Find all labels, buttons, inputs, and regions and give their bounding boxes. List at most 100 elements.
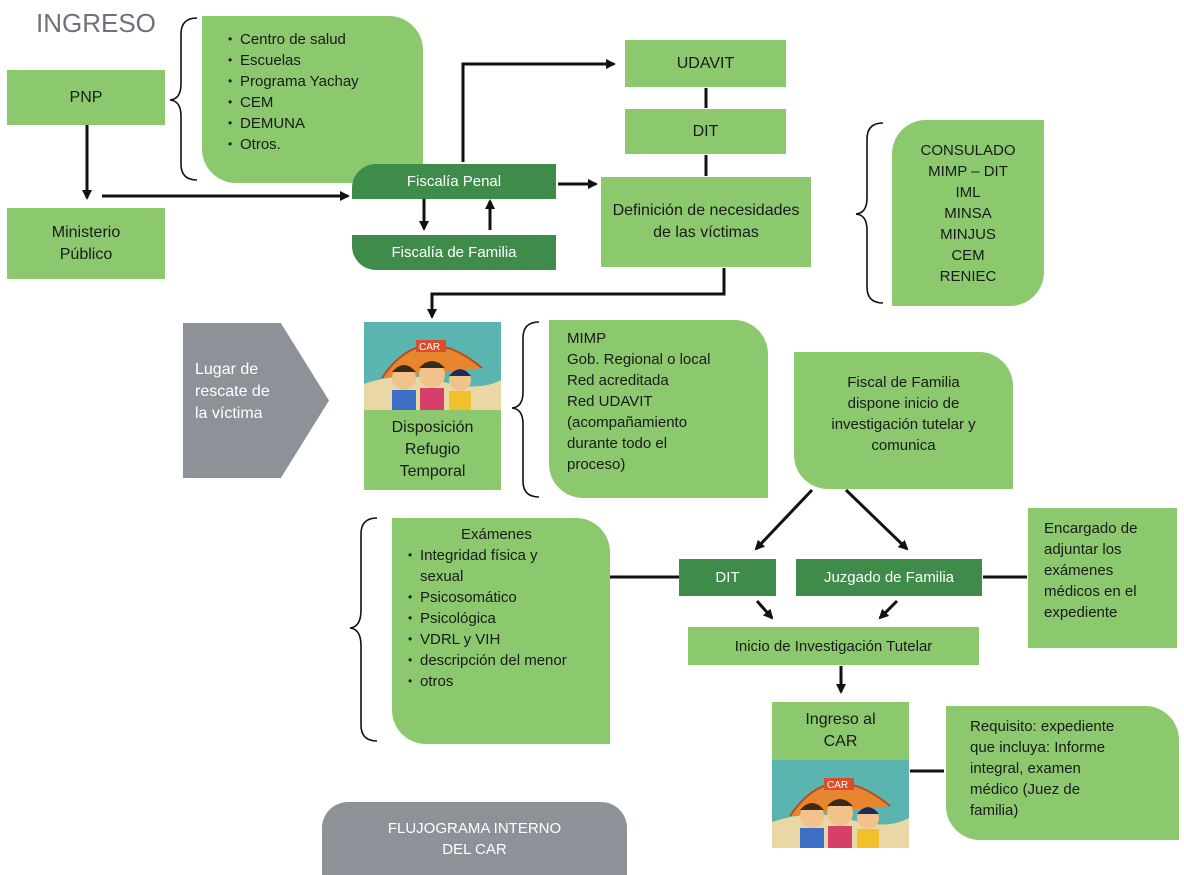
institution-item: MINJUS xyxy=(940,225,996,243)
requisito-line: que incluya: Informe xyxy=(970,739,1106,756)
refugio-text: Disposición Refugio Temporal xyxy=(364,410,501,490)
institution-item: RENIEC xyxy=(939,267,997,285)
provider-line: MIMP xyxy=(567,330,607,347)
inicio-label: Inicio de Investigación Tutelar xyxy=(734,637,933,655)
provider-line: Gob. Regional o local xyxy=(567,351,711,368)
brace-examenes xyxy=(349,517,378,742)
fiscal-familia-line: Fiscal de Familia xyxy=(847,374,960,391)
requisito-line: integral, examen xyxy=(970,760,1081,777)
definicion-line-2: de las víctimas xyxy=(653,224,759,241)
deriver-item: Escuelas xyxy=(226,50,423,71)
derivers-box: Centro de salud Escuelas Programa Yachay… xyxy=(202,16,423,183)
dit-top-label: DIT xyxy=(692,122,719,140)
encargado-box: Encargado de adjuntar los exámenes médic… xyxy=(1028,508,1177,648)
brace-derivers xyxy=(169,17,198,181)
ministerio-publico-box: Ministerio Público xyxy=(7,208,165,279)
fiscalia-familia-box: Fiscalía de Familia xyxy=(352,235,556,270)
fiscalia-penal-box: Fiscalía Penal xyxy=(352,164,556,199)
car-logo-image: CAR xyxy=(364,322,501,410)
encargado-line: médicos en el xyxy=(1044,583,1137,600)
encargado-line: adjuntar los xyxy=(1044,541,1122,558)
flujograma-line-2: DEL CAR xyxy=(442,840,507,858)
fiscal-familia-line: dispone inicio de xyxy=(847,395,960,412)
rescue-line-2: rescate de xyxy=(195,383,270,400)
institution-item: IML xyxy=(955,183,981,201)
examen-item: Psicológica xyxy=(406,608,576,629)
juzgado-box: Juzgado de Familia xyxy=(796,559,982,596)
fiscal-familia-box: Fiscal de Familia dispone inicio de inve… xyxy=(794,352,1013,489)
fiscal-familia-line: comunica xyxy=(871,437,936,454)
institution-item: CEM xyxy=(951,246,985,264)
requisito-line: familia) xyxy=(970,802,1019,819)
brace-providers xyxy=(511,321,540,498)
ingreso-car-box: Ingreso al CAR CAR xyxy=(772,702,909,848)
institution-item: MINSA xyxy=(944,204,992,222)
flujograma-interno-button[interactable]: FLUJOGRAMA INTERNO DEL CAR xyxy=(322,802,627,875)
fiscalia-penal-label: Fiscalía Penal xyxy=(406,173,502,190)
fiscalia-familia-label: Fiscalía de Familia xyxy=(391,244,517,261)
refugio-line-1: Disposición xyxy=(391,419,474,436)
arrow-to-refugio xyxy=(427,268,726,319)
ingreso-car-line-1: Ingreso al xyxy=(805,711,876,728)
deriver-item: Otros. xyxy=(226,134,423,155)
providers-box: MIMP Gob. Regional o local Red acreditad… xyxy=(549,320,768,498)
requisito-line: médico (Juez de xyxy=(970,781,1081,798)
pnp-label: PNP xyxy=(69,88,103,106)
arrow-to-dit xyxy=(754,488,814,551)
encargado-line: expediente xyxy=(1044,604,1118,621)
encargado-line: exámenes xyxy=(1044,562,1114,579)
examen-item: descripción del menor xyxy=(406,650,576,671)
ingreso-car-text: Ingreso al CAR xyxy=(772,702,909,760)
institution-item: CONSULADO xyxy=(920,141,1016,159)
definicion-box: Definición de necesidades de las víctima… xyxy=(601,177,811,267)
institutions-box: CONSULADO MIMP – DIT IML MINSA MINJUS CE… xyxy=(892,120,1044,306)
provider-line: proceso) xyxy=(567,456,626,473)
ingreso-car-line-2: CAR xyxy=(823,733,858,750)
arrow-to-juzgado xyxy=(844,488,909,551)
car-logo-image-2: CAR xyxy=(772,760,909,848)
institution-item: MIMP – DIT xyxy=(928,162,1008,180)
dit-mid-box: DIT xyxy=(679,559,776,596)
arrow-dit-inicio xyxy=(755,600,774,620)
page-title: INGRESO xyxy=(36,8,156,38)
fiscal-familia-line: investigación tutelar y xyxy=(831,416,976,433)
examenes-box: Exámenes Integridad física y sexual Psic… xyxy=(392,518,610,744)
provider-line: durante todo el xyxy=(567,435,668,452)
rescue-line-1: Lugar de xyxy=(195,361,259,378)
refugio-line-3: Temporal xyxy=(399,463,466,480)
requisito-box: Requisito: expediente que incluya: Infor… xyxy=(946,706,1179,840)
encargado-line: Encargado de xyxy=(1044,520,1138,537)
car-logo-text: CAR xyxy=(419,342,440,353)
requisito-line: Requisito: expediente xyxy=(970,718,1115,735)
provider-line: (acompañamiento xyxy=(567,414,688,431)
deriver-item: DEMUNA xyxy=(226,113,423,134)
examen-item: Psicosomático xyxy=(406,587,576,608)
deriver-item: CEM xyxy=(226,92,423,113)
rescue-line-3: la víctima xyxy=(195,405,263,422)
udavit-box: UDAVIT xyxy=(625,40,786,87)
examen-item: Integridad física y sexual xyxy=(406,545,576,587)
udavit-label: UDAVIT xyxy=(676,54,735,72)
refugio-line-2: Refugio xyxy=(404,441,461,458)
car-logo-text-2: CAR xyxy=(827,780,848,791)
dit-top-box: DIT xyxy=(625,109,786,154)
deriver-item: Centro de salud xyxy=(226,29,423,50)
flujograma-line-1: FLUJOGRAMA INTERNO xyxy=(387,819,562,837)
ministerio-line-2: Público xyxy=(59,245,113,263)
inicio-investigacion-box: Inicio de Investigación Tutelar xyxy=(688,627,979,665)
refugio-box: CAR Disposición Refugio Temporal xyxy=(364,322,501,490)
arrow-to-udavit xyxy=(461,59,616,162)
ministerio-line-1: Ministerio xyxy=(51,223,121,241)
provider-line: Red acreditada xyxy=(567,372,669,389)
arrow-juzgado-inicio xyxy=(878,599,899,620)
juzgado-label: Juzgado de Familia xyxy=(823,569,955,586)
examen-item: otros xyxy=(406,671,576,692)
examen-item: VDRL y VIH xyxy=(406,629,576,650)
brace-institutions xyxy=(855,122,884,304)
definicion-line-1: Definición de necesidades xyxy=(612,202,800,219)
deriver-item: Programa Yachay xyxy=(226,71,423,92)
provider-line: Red UDAVIT xyxy=(567,393,653,410)
pnp-box: PNP xyxy=(7,70,165,125)
dit-mid-label: DIT xyxy=(715,569,740,586)
